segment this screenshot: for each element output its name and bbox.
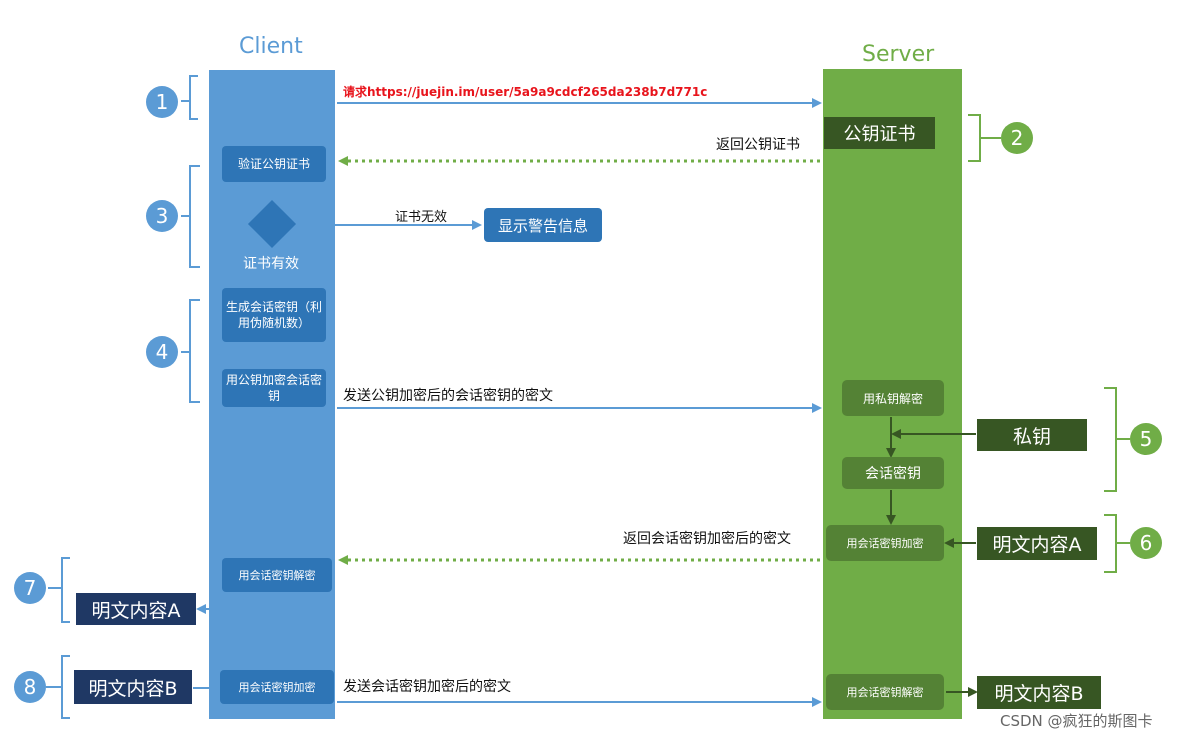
verify-cert-box: 验证公钥证书 xyxy=(222,146,326,182)
step-4-badge: 4 xyxy=(146,336,178,368)
session-key-box: 会话密钥 xyxy=(842,457,944,489)
step-7-badge: 7 xyxy=(14,572,46,604)
step-6-badge: 6 xyxy=(1130,527,1162,559)
decrypt-with-session-key-box: 用会话密钥解密 xyxy=(222,558,332,592)
cert-invalid-label: 证书无效 xyxy=(395,210,448,225)
plaintext-a-client-box: 明文内容A xyxy=(76,593,196,625)
request-url-label: 请求https://juejin.im/user/5a9a9cdcf265da2… xyxy=(343,85,708,99)
decrypt-with-session-key-server-box: 用会话密钥解密 xyxy=(826,674,944,710)
private-key-box: 私钥 xyxy=(977,419,1087,451)
plaintext-b-client-box: 明文内容B xyxy=(74,670,192,704)
send-encrypted-label: 发送会话密钥加密后的密文 xyxy=(343,679,511,695)
encrypt-with-session-key-client-box: 用会话密钥加密 xyxy=(220,670,334,704)
encrypt-session-key-box: 用公钥加密会话密钥 xyxy=(222,369,326,407)
step-1-badge: 1 xyxy=(146,86,178,118)
step-5-badge: 5 xyxy=(1130,423,1162,455)
return-public-key-cert-label: 返回公钥证书 xyxy=(716,137,800,153)
encrypt-with-session-key-box: 用会话密钥加密 xyxy=(826,525,944,561)
csdn-watermark: CSDN @疯狂的斯图卡 xyxy=(1000,712,1153,730)
server-title: Server xyxy=(862,42,935,67)
plaintext-b-server-box: 明文内容B xyxy=(977,676,1101,709)
generate-session-key-box: 生成会话密钥（利用伪随机数） xyxy=(222,288,326,342)
cert-valid-label: 证书有效 xyxy=(243,256,299,272)
step-8-badge: 8 xyxy=(14,671,46,703)
step-3-badge: 3 xyxy=(146,200,178,232)
decrypt-private-key-box: 用私钥解密 xyxy=(842,380,944,416)
return-encrypted-label: 返回会话密钥加密后的密文 xyxy=(623,531,791,547)
public-key-cert-box: 公钥证书 xyxy=(824,117,935,149)
plaintext-a-server-box: 明文内容A xyxy=(977,527,1097,560)
show-warning-box: 显示警告信息 xyxy=(484,208,602,242)
client-title: Client xyxy=(239,34,303,59)
step-2-badge: 2 xyxy=(1001,122,1033,154)
send-encrypted-session-key-label: 发送公钥加密后的会话密钥的密文 xyxy=(343,388,553,404)
